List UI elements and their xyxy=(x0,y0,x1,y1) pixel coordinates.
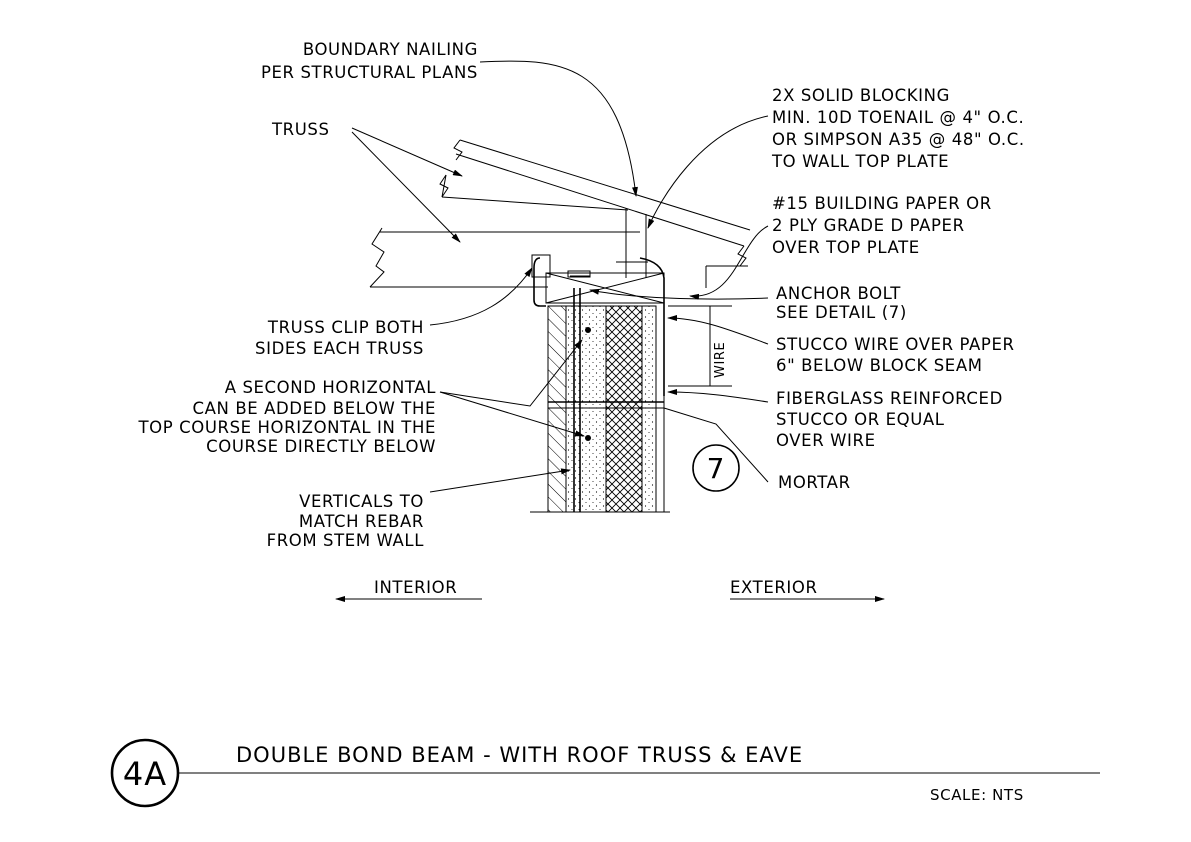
break-line-icon xyxy=(439,174,449,198)
note-line: BOUNDARY NAILING xyxy=(303,40,478,59)
note-line: SEE DETAIL (7) xyxy=(776,303,907,322)
note-line: MATCH REBAR xyxy=(299,512,424,531)
note-line: OR SIMPSON A35 @ 48" O.C. xyxy=(772,130,1025,149)
note-stucco-wire: STUCCO WIRE OVER PAPER 6" BELOW BLOCK SE… xyxy=(776,335,1015,375)
note-line: 2 PLY GRADE D PAPER xyxy=(772,216,965,235)
note-line: 2X SOLID BLOCKING xyxy=(772,86,950,105)
anchor-bolt-nut xyxy=(567,270,591,278)
note-fiberglass-stucco: FIBERGLASS REINFORCED STUCCO OR EQUAL OV… xyxy=(776,389,1003,450)
exterior-label: EXTERIOR xyxy=(730,578,818,597)
break-line-icon xyxy=(453,139,463,161)
note-line: TRUSS CLIP BOTH xyxy=(267,318,424,337)
note-solid-blocking: 2X SOLID BLOCKING MIN. 10D TOENAIL @ 4" … xyxy=(771,86,1025,171)
note-line: FIBERGLASS REINFORCED xyxy=(776,389,1003,408)
note-line: TOP COURSE HORIZONTAL IN THE xyxy=(137,418,436,437)
leader-lines xyxy=(351,60,769,493)
scale-label: SCALE: NTS xyxy=(930,786,1024,804)
detail-title: DOUBLE BOND BEAM - WITH ROOF TRUSS & EAV… xyxy=(236,743,803,767)
detail-id: 4A xyxy=(123,755,167,793)
note-line: VERTICALS TO xyxy=(299,492,424,511)
note-line: OVER WIRE xyxy=(776,431,876,450)
note-mortar: MORTAR xyxy=(778,473,851,492)
interior-direction: INTERIOR xyxy=(335,578,482,602)
wire-dim-label: WIRE xyxy=(713,342,728,378)
note-line: 6" BELOW BLOCK SEAM xyxy=(776,356,983,375)
note-anchor-bolt: ANCHOR BOLT SEE DETAIL (7) xyxy=(776,284,907,322)
note-line: OVER TOP PLATE xyxy=(772,238,920,257)
roof-truss xyxy=(369,139,751,288)
note-verticals: VERTICALS TO MATCH REBAR FROM STEM WALL xyxy=(267,492,425,550)
detail-reference-bubble[interactable]: 7 xyxy=(692,444,740,492)
title-block: 4A DOUBLE BOND BEAM - WITH ROOF TRUSS & … xyxy=(110,738,1100,808)
note-line: STUCCO OR EQUAL xyxy=(776,410,945,429)
note-building-paper: #15 BUILDING PAPER OR 2 PLY GRADE D PAPE… xyxy=(772,194,992,257)
note-truss: TRUSS xyxy=(271,120,330,139)
block-wall xyxy=(530,288,670,513)
truss-clip xyxy=(531,254,551,278)
break-line-icon xyxy=(369,227,385,288)
note-truss-clip: TRUSS CLIP BOTH SIDES EACH TRUSS xyxy=(255,318,424,358)
wire-dimension: WIRE xyxy=(668,305,732,387)
top-plate xyxy=(531,254,665,396)
exterior-direction: EXTERIOR xyxy=(730,578,885,602)
break-line-icon xyxy=(737,245,747,267)
note-line: ANCHOR BOLT xyxy=(776,284,901,303)
note-line: PER STRUCTURAL PLANS xyxy=(261,63,478,82)
note-line: MIN. 10D TOENAIL @ 4" O.C. xyxy=(772,108,1024,127)
detail-reference-number: 7 xyxy=(707,452,726,485)
note-line: CAN BE ADDED BELOW THE xyxy=(193,399,436,418)
note-line: #15 BUILDING PAPER OR xyxy=(772,194,992,213)
note-second-horizontal: A SECOND HORIZONTAL CAN BE ADDED BELOW T… xyxy=(137,378,436,456)
note-line: FROM STEM WALL xyxy=(267,531,425,550)
note-line: SIDES EACH TRUSS xyxy=(255,339,424,358)
note-line: STUCCO WIRE OVER PAPER xyxy=(776,335,1015,354)
note-line: COURSE DIRECTLY BELOW xyxy=(206,437,436,456)
note-line: A SECOND HORIZONTAL xyxy=(225,378,436,397)
interior-label: INTERIOR xyxy=(374,578,457,597)
note-line: TO WALL TOP PLATE xyxy=(771,152,949,171)
note-boundary-nailing: BOUNDARY NAILING PER STRUCTURAL PLANS xyxy=(261,40,478,82)
